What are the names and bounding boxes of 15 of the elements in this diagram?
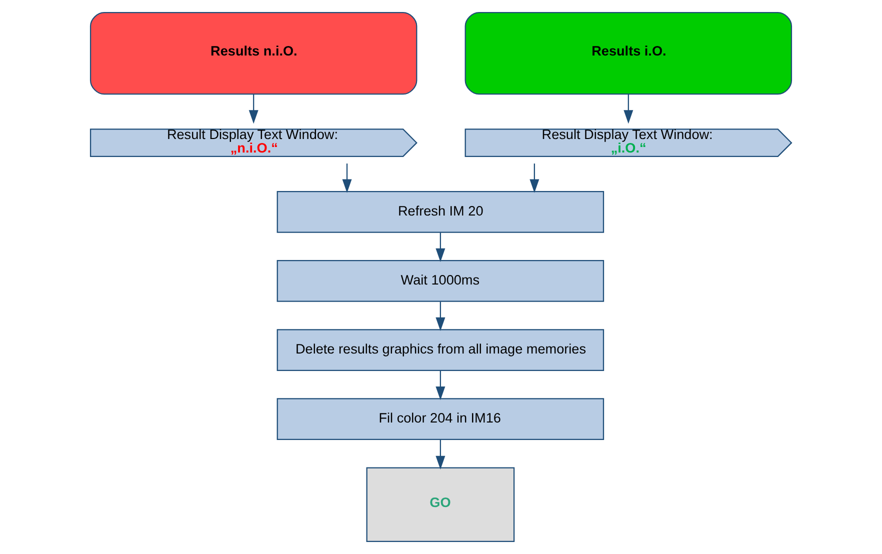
arrow <box>436 302 446 332</box>
node-box: Results i.O. <box>464 12 792 95</box>
node-box: Refresh IM 20 <box>276 190 604 233</box>
arrow <box>436 370 446 400</box>
arrow <box>530 164 540 193</box>
arrow <box>248 94 258 124</box>
node-box: Delete results graphics from all image memories <box>276 329 604 371</box>
node-box: GO <box>366 467 515 542</box>
arrow <box>436 232 446 262</box>
arrow <box>436 440 446 470</box>
node-box: Results n.i.O. <box>90 12 418 95</box>
arrow <box>624 94 634 124</box>
node-box: Wait 1000ms <box>276 260 604 302</box>
arrow <box>342 164 352 193</box>
node-box: Fil color 204 in IM16 <box>276 398 604 440</box>
